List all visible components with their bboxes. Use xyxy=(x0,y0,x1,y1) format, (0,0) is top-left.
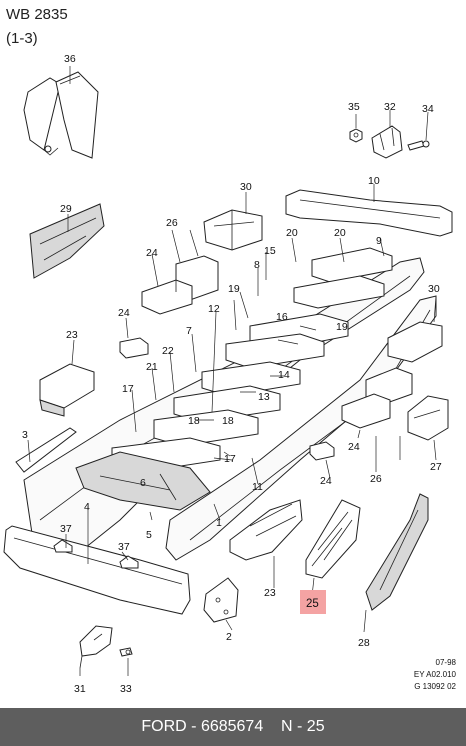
part-30-bracket-right xyxy=(387,321,443,363)
label-1: 1 xyxy=(216,517,222,529)
diagram-code: WB 2835 xyxy=(6,6,68,23)
label-11: 11 xyxy=(252,481,263,493)
label-8: 8 xyxy=(254,259,260,271)
label-12: 12 xyxy=(208,303,220,315)
label-24-c: 24 xyxy=(348,441,360,453)
label-19-a: 19 xyxy=(228,283,240,295)
exploded-parts-diagram: 36 35 32 34 10 30 29 26 20 20 24 15 9 8 … xyxy=(3,53,453,695)
label-34: 34 xyxy=(422,103,434,115)
part-29-panel xyxy=(29,203,105,279)
part-28-plate xyxy=(365,493,429,611)
label-23-center: 23 xyxy=(264,587,276,599)
label-20-a: 20 xyxy=(286,227,298,239)
part-36-bracket xyxy=(23,71,99,159)
part-24-plate-b xyxy=(309,441,335,461)
label-32: 32 xyxy=(384,101,396,113)
label-30-top: 30 xyxy=(240,181,252,193)
label-35: 35 xyxy=(348,101,360,113)
label-24-a: 24 xyxy=(146,247,158,259)
label-5: 5 xyxy=(146,529,152,541)
label-29: 29 xyxy=(60,203,72,215)
label-14: 14 xyxy=(278,369,290,381)
label-18-a: 18 xyxy=(188,415,200,427)
label-4: 4 xyxy=(84,501,90,513)
label-9: 9 xyxy=(376,235,382,247)
footer-brand: FORD xyxy=(141,718,187,735)
label-19-b: 19 xyxy=(336,321,348,333)
part-30-bracket-top xyxy=(203,209,263,251)
reference-code: EY A02.010 xyxy=(413,670,456,679)
label-37-a: 37 xyxy=(60,523,72,535)
part-34-bolt xyxy=(407,140,430,151)
label-27: 27 xyxy=(430,461,442,473)
label-28: 28 xyxy=(358,637,370,649)
part-23-bracket-left xyxy=(39,363,95,417)
label-22: 22 xyxy=(162,345,174,357)
callout-labels: 36 35 32 34 10 30 29 26 20 20 24 15 9 8 … xyxy=(22,53,442,695)
label-3: 3 xyxy=(22,429,28,441)
label-33: 33 xyxy=(120,683,132,695)
part-35-nut xyxy=(349,128,363,143)
part-3-rail xyxy=(15,427,77,473)
part-27-bracket xyxy=(407,395,449,441)
label-6: 6 xyxy=(140,477,146,489)
label-23-left: 23 xyxy=(66,329,78,341)
label-10: 10 xyxy=(368,175,380,187)
part-31-tow-hook xyxy=(79,625,113,669)
callout-leaders xyxy=(27,66,437,676)
part-24-plate-a xyxy=(119,337,149,359)
label-2: 2 xyxy=(226,631,232,643)
label-18-b: 18 xyxy=(222,415,234,427)
label-17-a: 17 xyxy=(122,383,134,395)
footer-bar: FORD - 6685674 N - 25 xyxy=(0,708,466,746)
label-26-right: 26 xyxy=(370,473,382,485)
part-26-bracket-right xyxy=(341,367,413,429)
footer-ref: N - 25 xyxy=(281,718,325,735)
label-21: 21 xyxy=(146,361,158,373)
illustration-number: G 13092 02 xyxy=(414,682,456,691)
label-15: 15 xyxy=(264,245,276,257)
label-20-b: 20 xyxy=(334,227,346,239)
label-7: 7 xyxy=(186,325,192,337)
part-26-bracket-left xyxy=(141,255,219,315)
footer-part-number: 6685674 xyxy=(200,718,264,735)
frame-cross-members xyxy=(75,247,393,511)
highlight-box-25 xyxy=(300,590,326,614)
part-33-bolt xyxy=(119,647,133,657)
part-2-bracket xyxy=(203,577,239,623)
label-25: 25 xyxy=(306,598,319,610)
label-16: 16 xyxy=(276,311,288,323)
part-10-crossmember xyxy=(285,189,453,237)
label-36: 36 xyxy=(64,53,76,65)
label-31: 31 xyxy=(74,683,86,695)
label-30-right: 30 xyxy=(428,283,440,295)
diagram-range: (1-3) xyxy=(6,30,38,47)
revision-date: 07-98 xyxy=(435,658,456,667)
part-32-mount xyxy=(371,125,403,159)
label-24-b: 24 xyxy=(118,307,130,319)
label-13: 13 xyxy=(258,391,270,403)
label-24-d: 24 xyxy=(320,475,332,487)
label-26-left: 26 xyxy=(166,217,178,229)
label-37-b: 37 xyxy=(118,541,130,553)
part-25-bracket xyxy=(305,499,361,579)
label-17-b: 17 xyxy=(224,453,236,465)
part-4-bumper xyxy=(3,525,191,615)
part-23-bracket-center xyxy=(229,499,303,561)
